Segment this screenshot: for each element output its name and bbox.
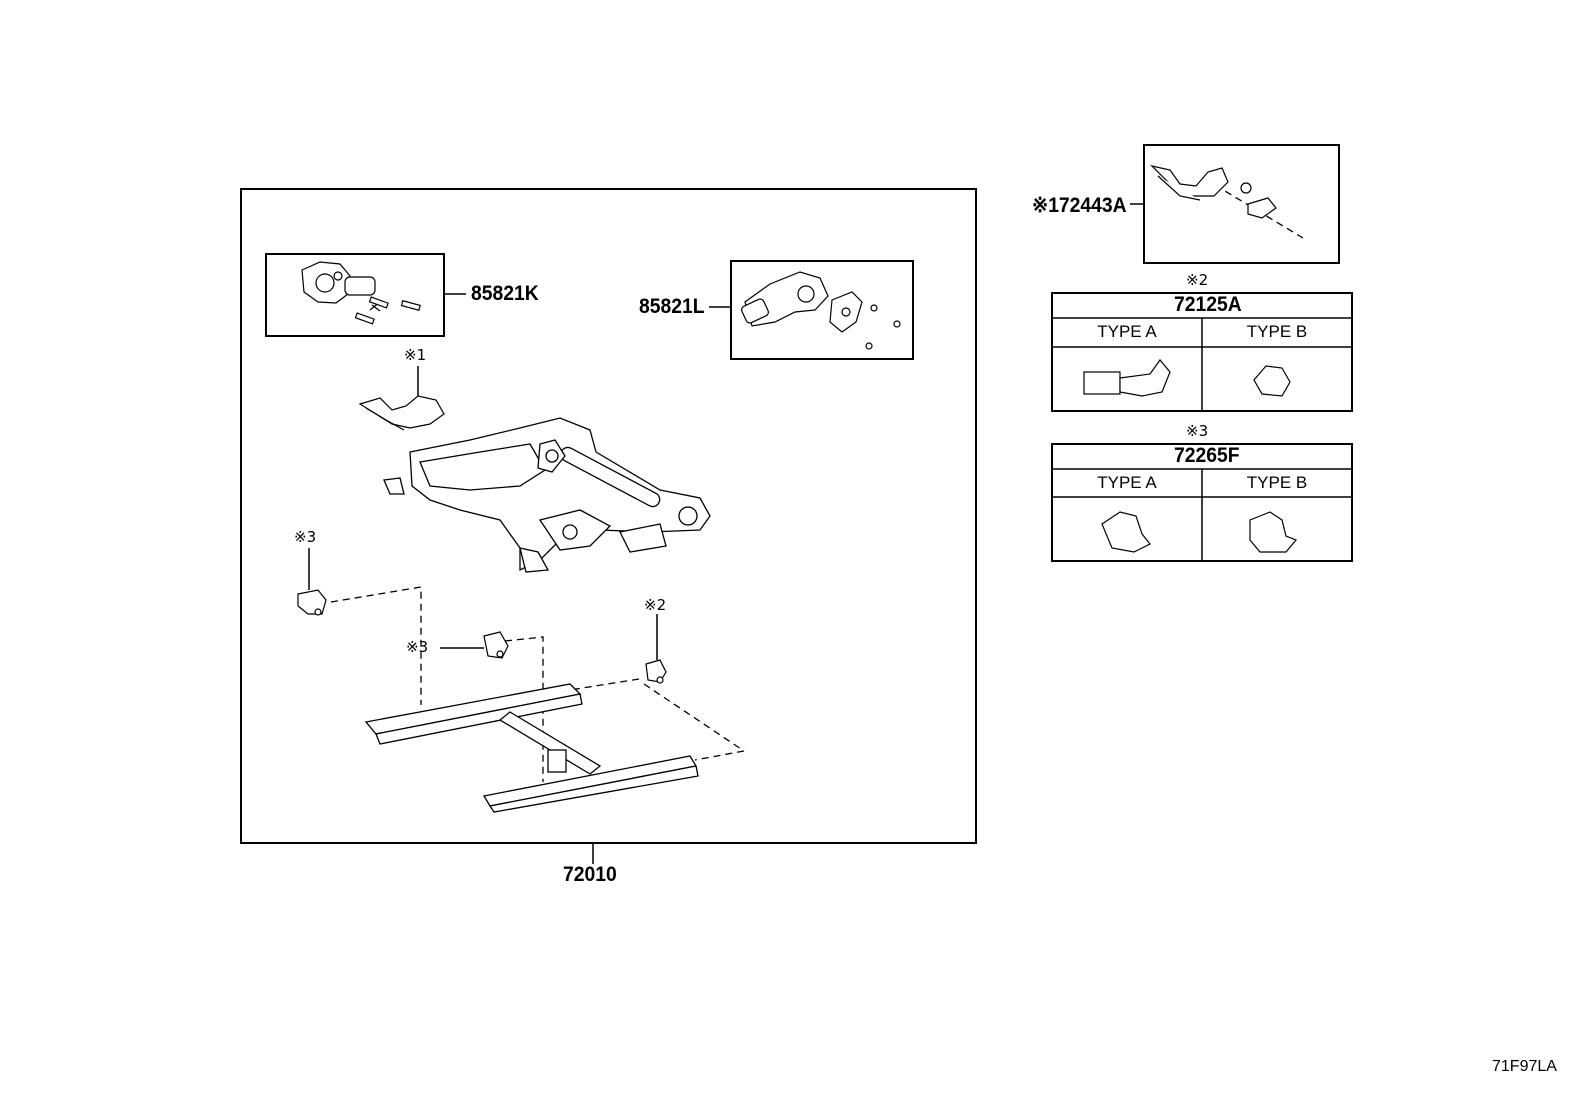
motor-k-illustration <box>301 261 421 325</box>
cover-left-mark: ※3 <box>294 528 317 546</box>
assembly-label[interactable]: 72010 <box>563 863 617 886</box>
seat-frame-illustration <box>383 417 711 573</box>
table-72125a-type-b: TYPE B <box>1246 322 1308 341</box>
frame-note-mark: ※1 <box>404 346 427 364</box>
motor-k-label[interactable]: 85821K <box>471 282 539 305</box>
motor-l-illustration <box>741 271 901 350</box>
harness-frame-illustration <box>358 395 445 431</box>
table-72125a-type-a: TYPE A <box>1097 322 1157 341</box>
table-72265f-type-b: TYPE B <box>1246 473 1308 492</box>
table-illustrations <box>1083 359 1297 553</box>
table-72125a-mark: ※2 <box>1186 271 1209 289</box>
seat-track-illustration <box>364 683 699 813</box>
motor-l-box <box>730 260 914 360</box>
table-72265f-type-a: TYPE A <box>1097 473 1157 492</box>
cover-center-mark: ※3 <box>406 638 429 656</box>
assembly-frame <box>240 188 977 844</box>
harness-illustration <box>1150 164 1277 219</box>
table-72125a-part[interactable]: 72125A <box>1174 293 1242 316</box>
table-72265f-mark: ※3 <box>1186 422 1209 440</box>
harness-label[interactable]: ※172443A <box>1032 194 1127 217</box>
cover-right-mark: ※2 <box>644 596 667 614</box>
cover-illustrations <box>297 589 667 684</box>
motor-l-label[interactable]: 85821L <box>639 295 705 318</box>
table-72265f-part[interactable]: 72265F <box>1174 444 1240 467</box>
harness-box <box>1143 144 1340 264</box>
motor-k-box <box>265 253 445 337</box>
illustration-code: 71F97LA <box>1492 1058 1557 1075</box>
